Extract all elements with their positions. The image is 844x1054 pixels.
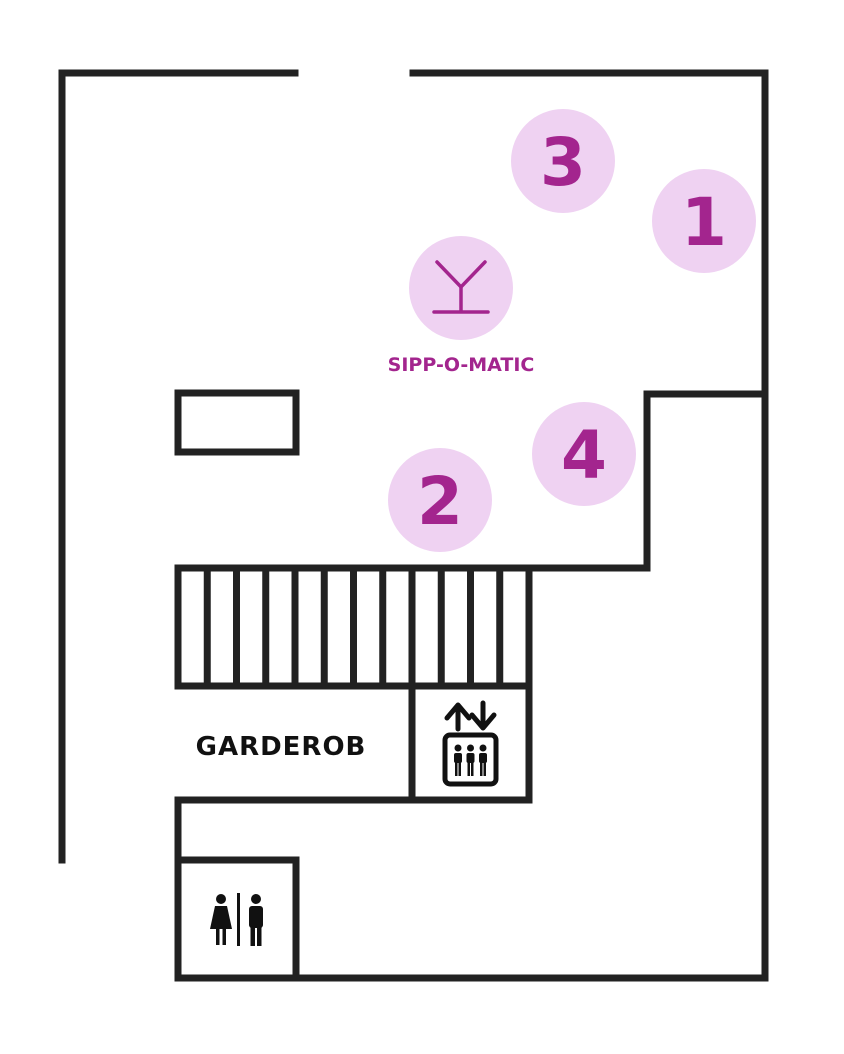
marker-3[interactable]: 3: [511, 109, 615, 213]
marker-4-circle: [532, 402, 636, 506]
marker-1-circle: [652, 169, 756, 273]
elevator-down-arrow: [469, 700, 497, 731]
restroom-outline: [174, 856, 300, 982]
staircase: [174, 564, 533, 690]
restroom-icon: [210, 893, 263, 946]
marker-3-circle: [511, 109, 615, 213]
cloakroom-area: GARDEROB: [174, 682, 533, 804]
pillar-block: [174, 389, 300, 456]
elevator-icon: [442, 700, 499, 787]
elevator-cabin: [442, 732, 499, 787]
elevator-up-arrow: [444, 702, 472, 732]
marker-2-label: 2: [417, 463, 463, 540]
wall-right-upper: [174, 69, 769, 572]
restroom-room: [174, 856, 300, 982]
stair-steps: [203, 564, 504, 690]
marker-4-label: 4: [561, 417, 607, 494]
wall-left-top: [58, 69, 299, 864]
marker-4[interactable]: 4: [532, 402, 636, 506]
cloakroom-outline: [174, 682, 533, 804]
bar-marker[interactable]: SIPP-O-MATIC: [388, 236, 535, 376]
elevator-people: [454, 744, 487, 776]
cocktail-glass-icon: [432, 260, 490, 314]
marker-2-circle: [388, 448, 492, 552]
bar-label: SIPP-O-MATIC: [388, 354, 535, 376]
cloakroom-label: GARDEROB: [196, 732, 367, 762]
outer-walls: [58, 69, 769, 982]
marker-3-label: 3: [540, 124, 586, 201]
marker-1[interactable]: 1: [652, 169, 756, 273]
marker-1-label: 1: [681, 184, 727, 261]
marker-2[interactable]: 2: [388, 448, 492, 552]
